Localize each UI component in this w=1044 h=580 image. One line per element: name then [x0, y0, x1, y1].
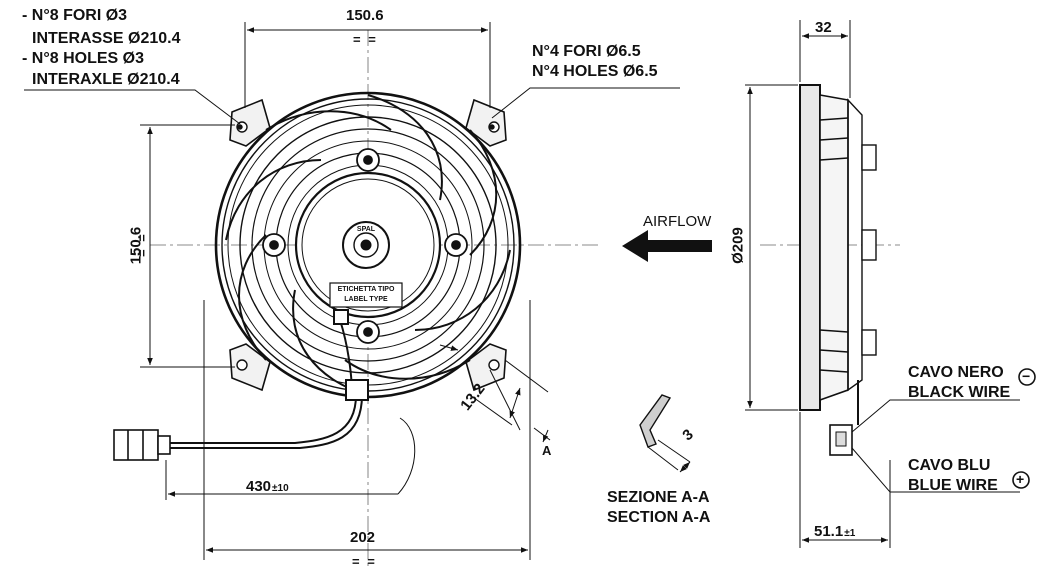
equal-mark-bottom: = =	[352, 554, 377, 569]
dim-overall-depth: 51.1±1	[814, 524, 855, 539]
hub-logo: SPAL	[356, 226, 376, 233]
side-frame	[799, 84, 821, 411]
minus-circle	[1018, 368, 1036, 386]
label-type-it: ETICHETTA TIPO	[337, 286, 395, 293]
label-type-en: LABEL TYPE	[344, 296, 388, 303]
dim-cable-tolerance: ±10	[272, 483, 289, 494]
dim-diameter: Ø209	[729, 227, 747, 264]
dim-top: 150.6	[346, 7, 384, 24]
black-wire-en: BLACK WIRE	[908, 384, 1011, 401]
dim-bottom: 202	[350, 529, 376, 546]
label-type-box	[329, 282, 403, 308]
motor-lugs	[262, 148, 468, 344]
dim-cable-length: 430±10	[246, 479, 289, 494]
section-detail	[639, 394, 691, 473]
mounting-ears	[229, 98, 507, 392]
black-wire-polarity: −	[1022, 368, 1031, 384]
note-holes-65-it: N°4 FORI Ø6.5	[532, 43, 641, 60]
side-view	[745, 20, 1020, 548]
section-title-it: SEZIONE A-A	[607, 489, 710, 506]
equal-mark-left: = =	[134, 232, 150, 257]
section-title-en: SECTION A-A	[607, 509, 711, 526]
blue-wire-polarity: +	[1016, 471, 1025, 487]
airflow-label: AIRFLOW	[643, 213, 712, 230]
blue-wire-en: BLUE WIRE	[908, 477, 998, 494]
airflow-arrow	[622, 230, 712, 262]
section-marker: A	[542, 443, 552, 458]
note-interasse-it: INTERASSE Ø210.4	[32, 30, 181, 47]
note-holes-3-it: - N°8 FORI Ø3	[22, 7, 128, 24]
note-interaxle-en: INTERAXLE Ø210.4	[32, 71, 180, 88]
equal-mark-top: = =	[353, 32, 378, 47]
dim-depth: 32	[815, 19, 832, 36]
note-holes-3-en: - N°8 HOLES Ø3	[22, 50, 144, 67]
mounting-holes	[236, 121, 500, 371]
front-dimensions	[24, 22, 680, 560]
front-view	[113, 30, 600, 570]
dim-overall-tolerance: ±1	[844, 528, 856, 539]
dim-cable-value: 430	[246, 478, 272, 495]
black-wire-it: CAVO NERO	[908, 364, 1004, 381]
note-holes-65-en: N°4 HOLES Ø6.5	[532, 63, 658, 80]
plus-circle	[1012, 471, 1030, 489]
blue-wire-it: CAVO BLU	[908, 457, 991, 474]
front-cable	[170, 309, 369, 449]
connector	[113, 429, 171, 461]
dim-overall-value: 51.1	[814, 523, 844, 540]
